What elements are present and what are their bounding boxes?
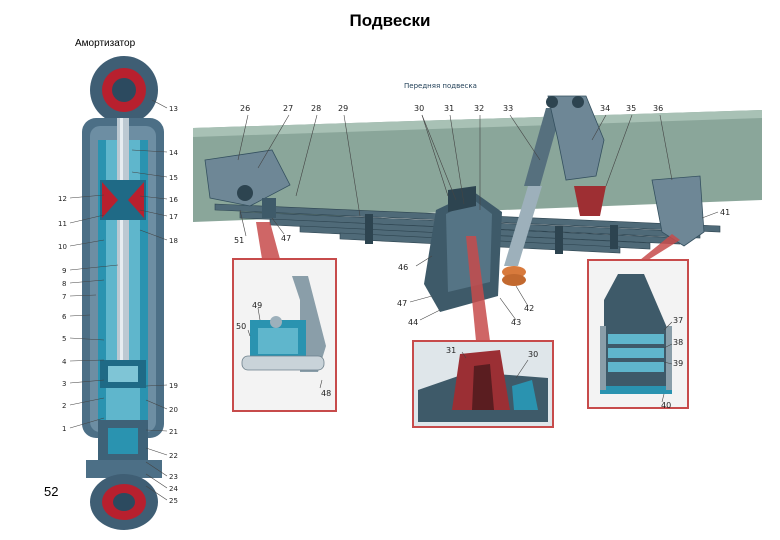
callout-label: 30 xyxy=(528,350,538,359)
callout-label: 8 xyxy=(62,280,66,288)
callout-label: 19 xyxy=(169,382,178,390)
callout-label: 18 xyxy=(169,237,178,245)
callout-label: 2 xyxy=(62,402,66,410)
callout-label: 39 xyxy=(673,359,683,368)
callout-label: 34 xyxy=(600,104,610,113)
callout-label: 4 xyxy=(62,358,67,366)
callout-label: 30 xyxy=(414,104,424,113)
callout-label: 14 xyxy=(169,149,178,157)
shock-absorber-illustration xyxy=(82,56,164,530)
suspension-leader-lines xyxy=(237,114,719,321)
callout-label: 32 xyxy=(474,104,484,113)
callout-label: 27 xyxy=(283,104,293,113)
callout-label: 24 xyxy=(169,485,178,493)
inset-connector-lines xyxy=(256,222,680,341)
callout-label: 21 xyxy=(169,428,178,436)
callout-label: 41 xyxy=(720,208,730,217)
callout-label: 28 xyxy=(311,104,321,113)
callout-label: 49 xyxy=(252,301,262,310)
page-number: 52 xyxy=(44,484,59,499)
callout-label: 9 xyxy=(62,267,66,275)
callout-label: 1 xyxy=(62,425,66,433)
callout-label: 35 xyxy=(626,104,636,113)
callout-label: 5 xyxy=(62,335,66,343)
callout-label: 46 xyxy=(398,263,408,272)
callout-label: 47 xyxy=(397,299,407,308)
shock-absorber-caption: Амортизатор xyxy=(75,38,136,49)
callout-label: 43 xyxy=(511,318,521,327)
callout-label: 38 xyxy=(673,338,683,347)
callout-label: 50 xyxy=(236,322,246,331)
callout-label: 51 xyxy=(234,236,244,245)
callout-label: 31 xyxy=(446,346,456,355)
callout-label: 13 xyxy=(169,105,178,113)
callout-label: 48 xyxy=(321,389,331,398)
callout-label: 31 xyxy=(444,104,454,113)
callout-label: 15 xyxy=(169,174,178,182)
callout-label: 6 xyxy=(62,313,67,321)
front-suspension-label: Передняя подвеска xyxy=(404,82,477,90)
callout-label: 7 xyxy=(62,293,66,301)
detail-right-illustration xyxy=(600,274,672,394)
callout-label: 3 xyxy=(62,380,66,388)
callout-label: 12 xyxy=(58,195,67,203)
shock-callout-labels: 13 14 15 16 17 18 12 11 10 9 8 7 6 5 4 3… xyxy=(58,105,178,505)
callout-label: 47 xyxy=(281,234,291,243)
detail-left-illustration xyxy=(241,276,326,372)
callout-label: 42 xyxy=(524,304,534,313)
callout-label: 37 xyxy=(673,316,683,325)
callout-label: 23 xyxy=(169,473,178,481)
callout-label: 17 xyxy=(169,213,178,221)
callout-label: 44 xyxy=(408,318,418,327)
detail-center-illustration xyxy=(418,350,548,422)
suspension-callout-labels: 26 27 28 29 30 31 32 33 34 35 36 41 51 4… xyxy=(234,104,730,327)
callout-label: 33 xyxy=(503,104,513,113)
callout-label: 26 xyxy=(240,104,250,113)
callout-label: 16 xyxy=(169,196,178,204)
callout-label: 22 xyxy=(169,452,178,460)
page-title: Подвески xyxy=(349,11,431,30)
callout-label: 25 xyxy=(169,497,178,505)
callout-label: 29 xyxy=(338,104,348,113)
callout-label: 40 xyxy=(661,401,671,410)
callout-label: 36 xyxy=(653,104,663,113)
callout-label: 10 xyxy=(58,243,67,251)
callout-label: 11 xyxy=(58,220,67,228)
callout-label: 20 xyxy=(169,406,178,414)
shock-leader-lines xyxy=(69,99,168,501)
